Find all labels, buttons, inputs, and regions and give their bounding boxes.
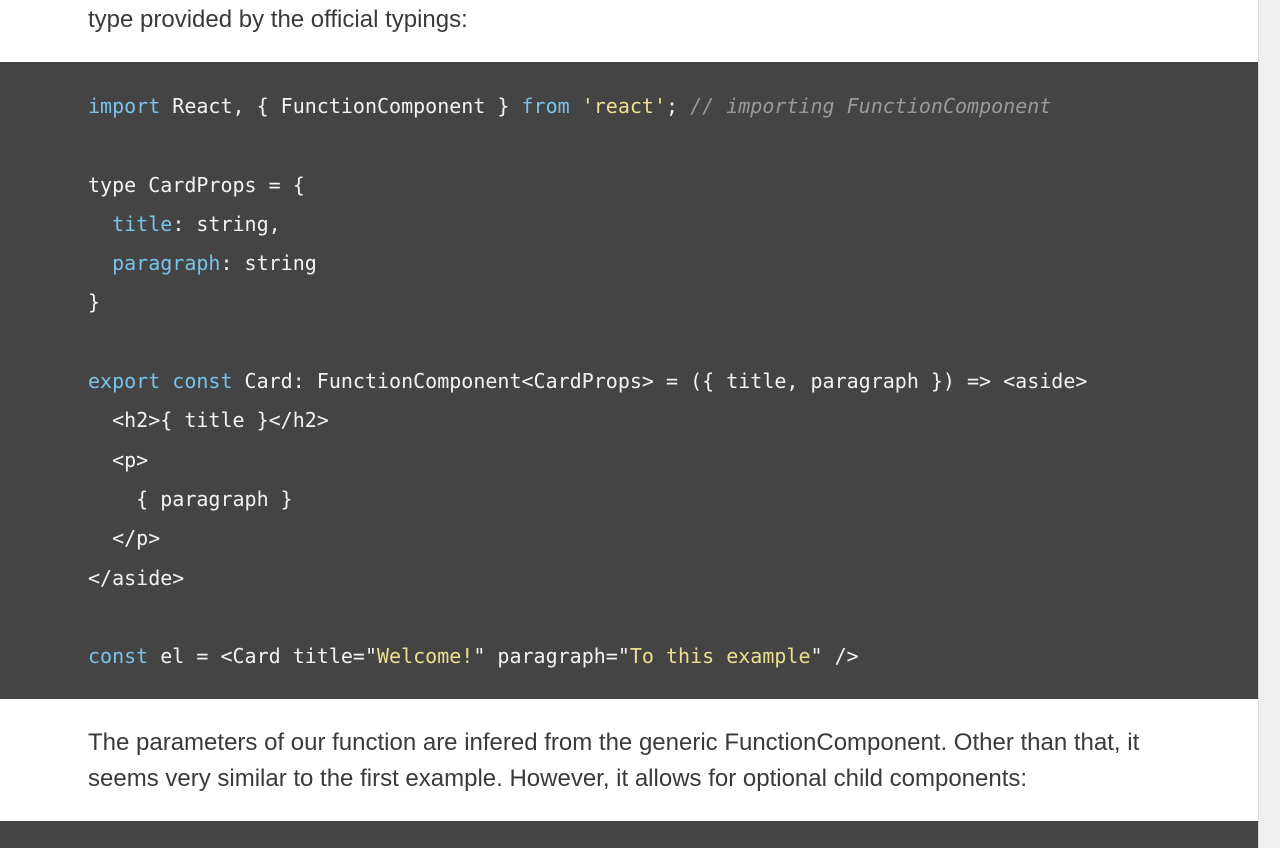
code-token-string: 'react' [581, 94, 666, 118]
code-line-blank [88, 323, 1087, 362]
code-line-5: paragraph: string [88, 244, 1087, 283]
code-token: React, { FunctionComponent } [160, 94, 522, 118]
code-token: ; [666, 94, 691, 118]
code-token-indent [88, 212, 112, 236]
code-token-keyword: const [172, 369, 233, 394]
code-token-keyword: const [88, 644, 149, 669]
code-line-8: export const Card: FunctionComponent<Car… [88, 362, 1087, 401]
code-line-4: title: string, [88, 205, 1087, 244]
code-token-string: To this example [629, 644, 811, 669]
outro-paragraph: The parameters of our function are infer… [88, 729, 1140, 792]
code-token-comment: // importing FunctionComponent [690, 94, 1052, 118]
code-lines: import React, { FunctionComponent } from… [88, 87, 1087, 676]
code-token-keyword: from [521, 94, 570, 118]
code-token-property: paragraph [112, 251, 221, 276]
next-code-block [0, 821, 1258, 848]
code-line-15: const el = <Card title="Welcome!" paragr… [88, 637, 1087, 676]
code-line-blank [88, 598, 1087, 637]
intro-paragraph: type provided by the official typings: [88, 6, 468, 33]
code-token: " paragraph=" [473, 644, 630, 669]
code-line-11: { paragraph } [88, 486, 293, 511]
code-line-12: </p> [88, 526, 161, 551]
code-line-1: import React, { FunctionComponent } from… [88, 87, 1087, 126]
code-line-6: } [88, 290, 101, 315]
code-token: : string, [172, 211, 281, 236]
code-line-10: <p> [88, 447, 149, 472]
code-token-keyword: export [88, 369, 161, 394]
code-token: Card: FunctionComponent<CardProps> = ({ … [232, 369, 1088, 394]
code-token: el = <Card title=" [148, 644, 377, 669]
code-token: " /> [810, 644, 859, 669]
code-token-keyword: import [88, 94, 161, 118]
window-edge [1258, 0, 1280, 848]
code-token-indent [88, 251, 112, 275]
code-token [160, 369, 172, 393]
code-line-3: type CardProps = { [88, 172, 305, 197]
code-line-9: <h2>{ title }</h2> [88, 408, 329, 433]
code-block: import React, { FunctionComponent } from… [0, 62, 1258, 699]
code-token [570, 94, 582, 118]
code-token-string: Welcome! [377, 644, 474, 669]
code-line-13: </aside> [88, 565, 185, 590]
code-line-blank [88, 126, 1087, 165]
code-token: : string [220, 251, 317, 276]
code-token-property: title [112, 211, 173, 236]
